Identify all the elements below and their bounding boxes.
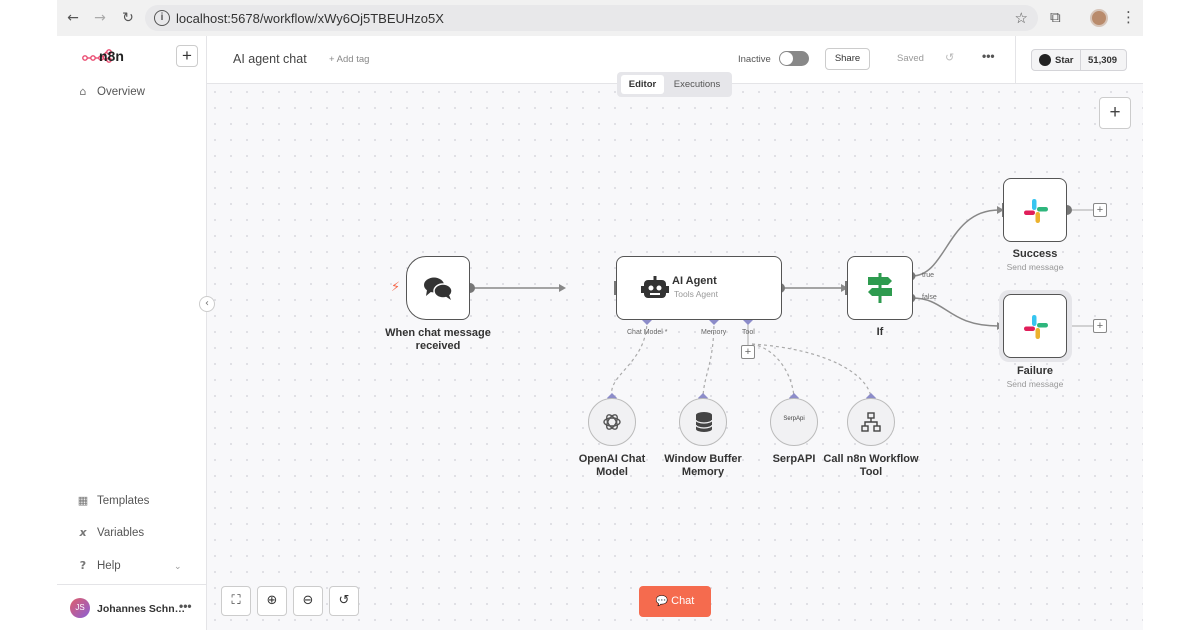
- user-menu-icon[interactable]: •••: [179, 599, 192, 613]
- reset-zoom-icon[interactable]: ↺: [329, 586, 359, 616]
- trigger-bolt-icon: ⚡: [391, 280, 401, 295]
- robot-icon: [641, 276, 669, 298]
- app-frame: ← → ↻ i localhost:5678/workflow/xWy6Oj5T…: [57, 0, 1143, 630]
- extensions-icon[interactable]: ⧉: [1050, 8, 1061, 26]
- sidebar-item-help[interactable]: ?Help: [75, 559, 121, 579]
- workflow-title[interactable]: AI agent chat: [233, 52, 307, 66]
- failure-node-subtitle: Send message: [1006, 379, 1064, 389]
- workflow-tool-node-label: Call n8n Workflow Tool: [823, 453, 919, 478]
- kebab-menu-icon[interactable]: ⋮: [1121, 8, 1136, 26]
- chat-bubbles-icon: [424, 277, 453, 300]
- openai-node-label: OpenAI Chat Model: [578, 453, 646, 478]
- forward-arrow-icon[interactable]: →: [94, 10, 106, 26]
- share-button[interactable]: Share: [825, 48, 870, 70]
- sidebar-item-overview[interactable]: ⌂Overview: [75, 85, 145, 105]
- back-arrow-icon[interactable]: ←: [67, 10, 79, 26]
- memory-node-label: Window Buffer Memory: [664, 453, 742, 478]
- chat-icon: 💬: [655, 596, 669, 607]
- header-divider: [1015, 36, 1016, 84]
- more-options-icon[interactable]: •••: [982, 49, 995, 63]
- sidebar-divider: [57, 584, 207, 585]
- active-toggle[interactable]: [779, 51, 809, 66]
- github-star-button[interactable]: Star 51,309: [1031, 49, 1127, 71]
- slack-icon: [1024, 315, 1048, 339]
- port-true: true: [922, 272, 935, 279]
- success-node-subtitle: Send message: [1006, 262, 1064, 272]
- serpapi-logo: SerpApi: [783, 416, 805, 422]
- workflow-canvas[interactable]: ⚡ When chat message received AI Agent To…: [207, 84, 1143, 630]
- slack-icon: [1024, 199, 1048, 223]
- collapse-sidebar-icon[interactable]: ‹: [199, 296, 215, 312]
- info-icon[interactable]: i: [154, 10, 170, 26]
- serpapi-node-label: SerpAPI: [772, 453, 816, 465]
- chevron-down-icon[interactable]: ⌄: [174, 562, 182, 572]
- fit-view-icon[interactable]: ⛶: [221, 586, 251, 616]
- github-icon: [1039, 54, 1051, 66]
- chat-button-label: Chat: [671, 595, 695, 607]
- serpapi-node[interactable]: SerpApi: [770, 398, 818, 446]
- signpost-icon: [868, 273, 892, 303]
- success-node[interactable]: [1003, 178, 1067, 242]
- profile-avatar[interactable]: [1090, 9, 1108, 27]
- templates-icon: ▦: [77, 494, 89, 507]
- status-label: Inactive: [738, 54, 771, 65]
- port-memory: Memory: [701, 329, 727, 336]
- github-star-label: Star: [1055, 55, 1074, 66]
- add-node-after-success-icon[interactable]: +: [1093, 203, 1107, 217]
- zoom-out-icon[interactable]: ⊖: [293, 586, 323, 616]
- home-icon: ⌂: [79, 85, 87, 98]
- help-icon: ?: [79, 559, 87, 572]
- user-avatar[interactable]: JS: [70, 598, 90, 618]
- saved-status: Saved: [897, 53, 924, 64]
- trigger-node[interactable]: [406, 256, 470, 320]
- memory-node[interactable]: [679, 398, 727, 446]
- failure-node-label: Failure: [1016, 365, 1054, 377]
- failure-node[interactable]: [1003, 294, 1067, 358]
- reload-icon[interactable]: ↻: [122, 10, 134, 26]
- logo-text: n8n: [99, 48, 124, 64]
- if-node[interactable]: [847, 256, 913, 320]
- sidebar-item-templates[interactable]: ▦Templates: [75, 494, 150, 514]
- url-text: localhost:5678/workflow/xWy6Oj5TBEUHzo5X: [176, 11, 444, 26]
- if-node-label: If: [876, 326, 884, 338]
- database-icon: [695, 412, 713, 432]
- tab-editor[interactable]: Editor: [621, 75, 664, 94]
- sitemap-icon: [861, 412, 881, 432]
- mode-switcher: Editor Executions: [617, 72, 732, 97]
- n8n-logo-icon: [82, 49, 112, 63]
- ai-agent-subtitle: Tools Agent: [674, 289, 718, 299]
- add-tool-icon[interactable]: +: [741, 345, 755, 359]
- address-bar[interactable]: i localhost:5678/workflow/xWy6Oj5TBEUHzo…: [145, 5, 1038, 31]
- port-tool: Tool: [742, 329, 755, 336]
- success-node-label: Success: [1012, 248, 1058, 260]
- github-star-count: 51,309: [1088, 55, 1118, 66]
- chat-button[interactable]: 💬 Chat: [639, 586, 711, 617]
- openai-icon: [603, 414, 621, 430]
- add-node-after-failure-icon[interactable]: +: [1093, 319, 1107, 333]
- openai-node[interactable]: [588, 398, 636, 446]
- tab-executions[interactable]: Executions: [673, 79, 721, 90]
- variables-icon: x: [79, 526, 87, 539]
- ai-agent-title: AI Agent: [672, 275, 717, 287]
- github-separator: [1080, 50, 1081, 70]
- user-name: Johannes Schn…: [97, 603, 186, 615]
- browser-toolbar: ← → ↻ i localhost:5678/workflow/xWy6Oj5T…: [57, 0, 1143, 36]
- add-tag-link[interactable]: + Add tag: [329, 54, 370, 65]
- bookmark-star-icon[interactable]: ☆: [1014, 9, 1028, 27]
- zoom-in-icon[interactable]: ⊕: [257, 586, 287, 616]
- ai-agent-node[interactable]: [616, 256, 782, 320]
- create-new-button[interactable]: +: [176, 45, 198, 67]
- workflow-tool-node[interactable]: [847, 398, 895, 446]
- add-node-button[interactable]: +: [1099, 97, 1131, 129]
- trigger-node-label: When chat message received: [385, 327, 491, 352]
- port-chat-model: Chat Model *: [627, 329, 668, 336]
- port-false: false: [922, 294, 937, 301]
- history-icon[interactable]: ↺: [945, 51, 955, 64]
- toggle-knob: [780, 52, 793, 65]
